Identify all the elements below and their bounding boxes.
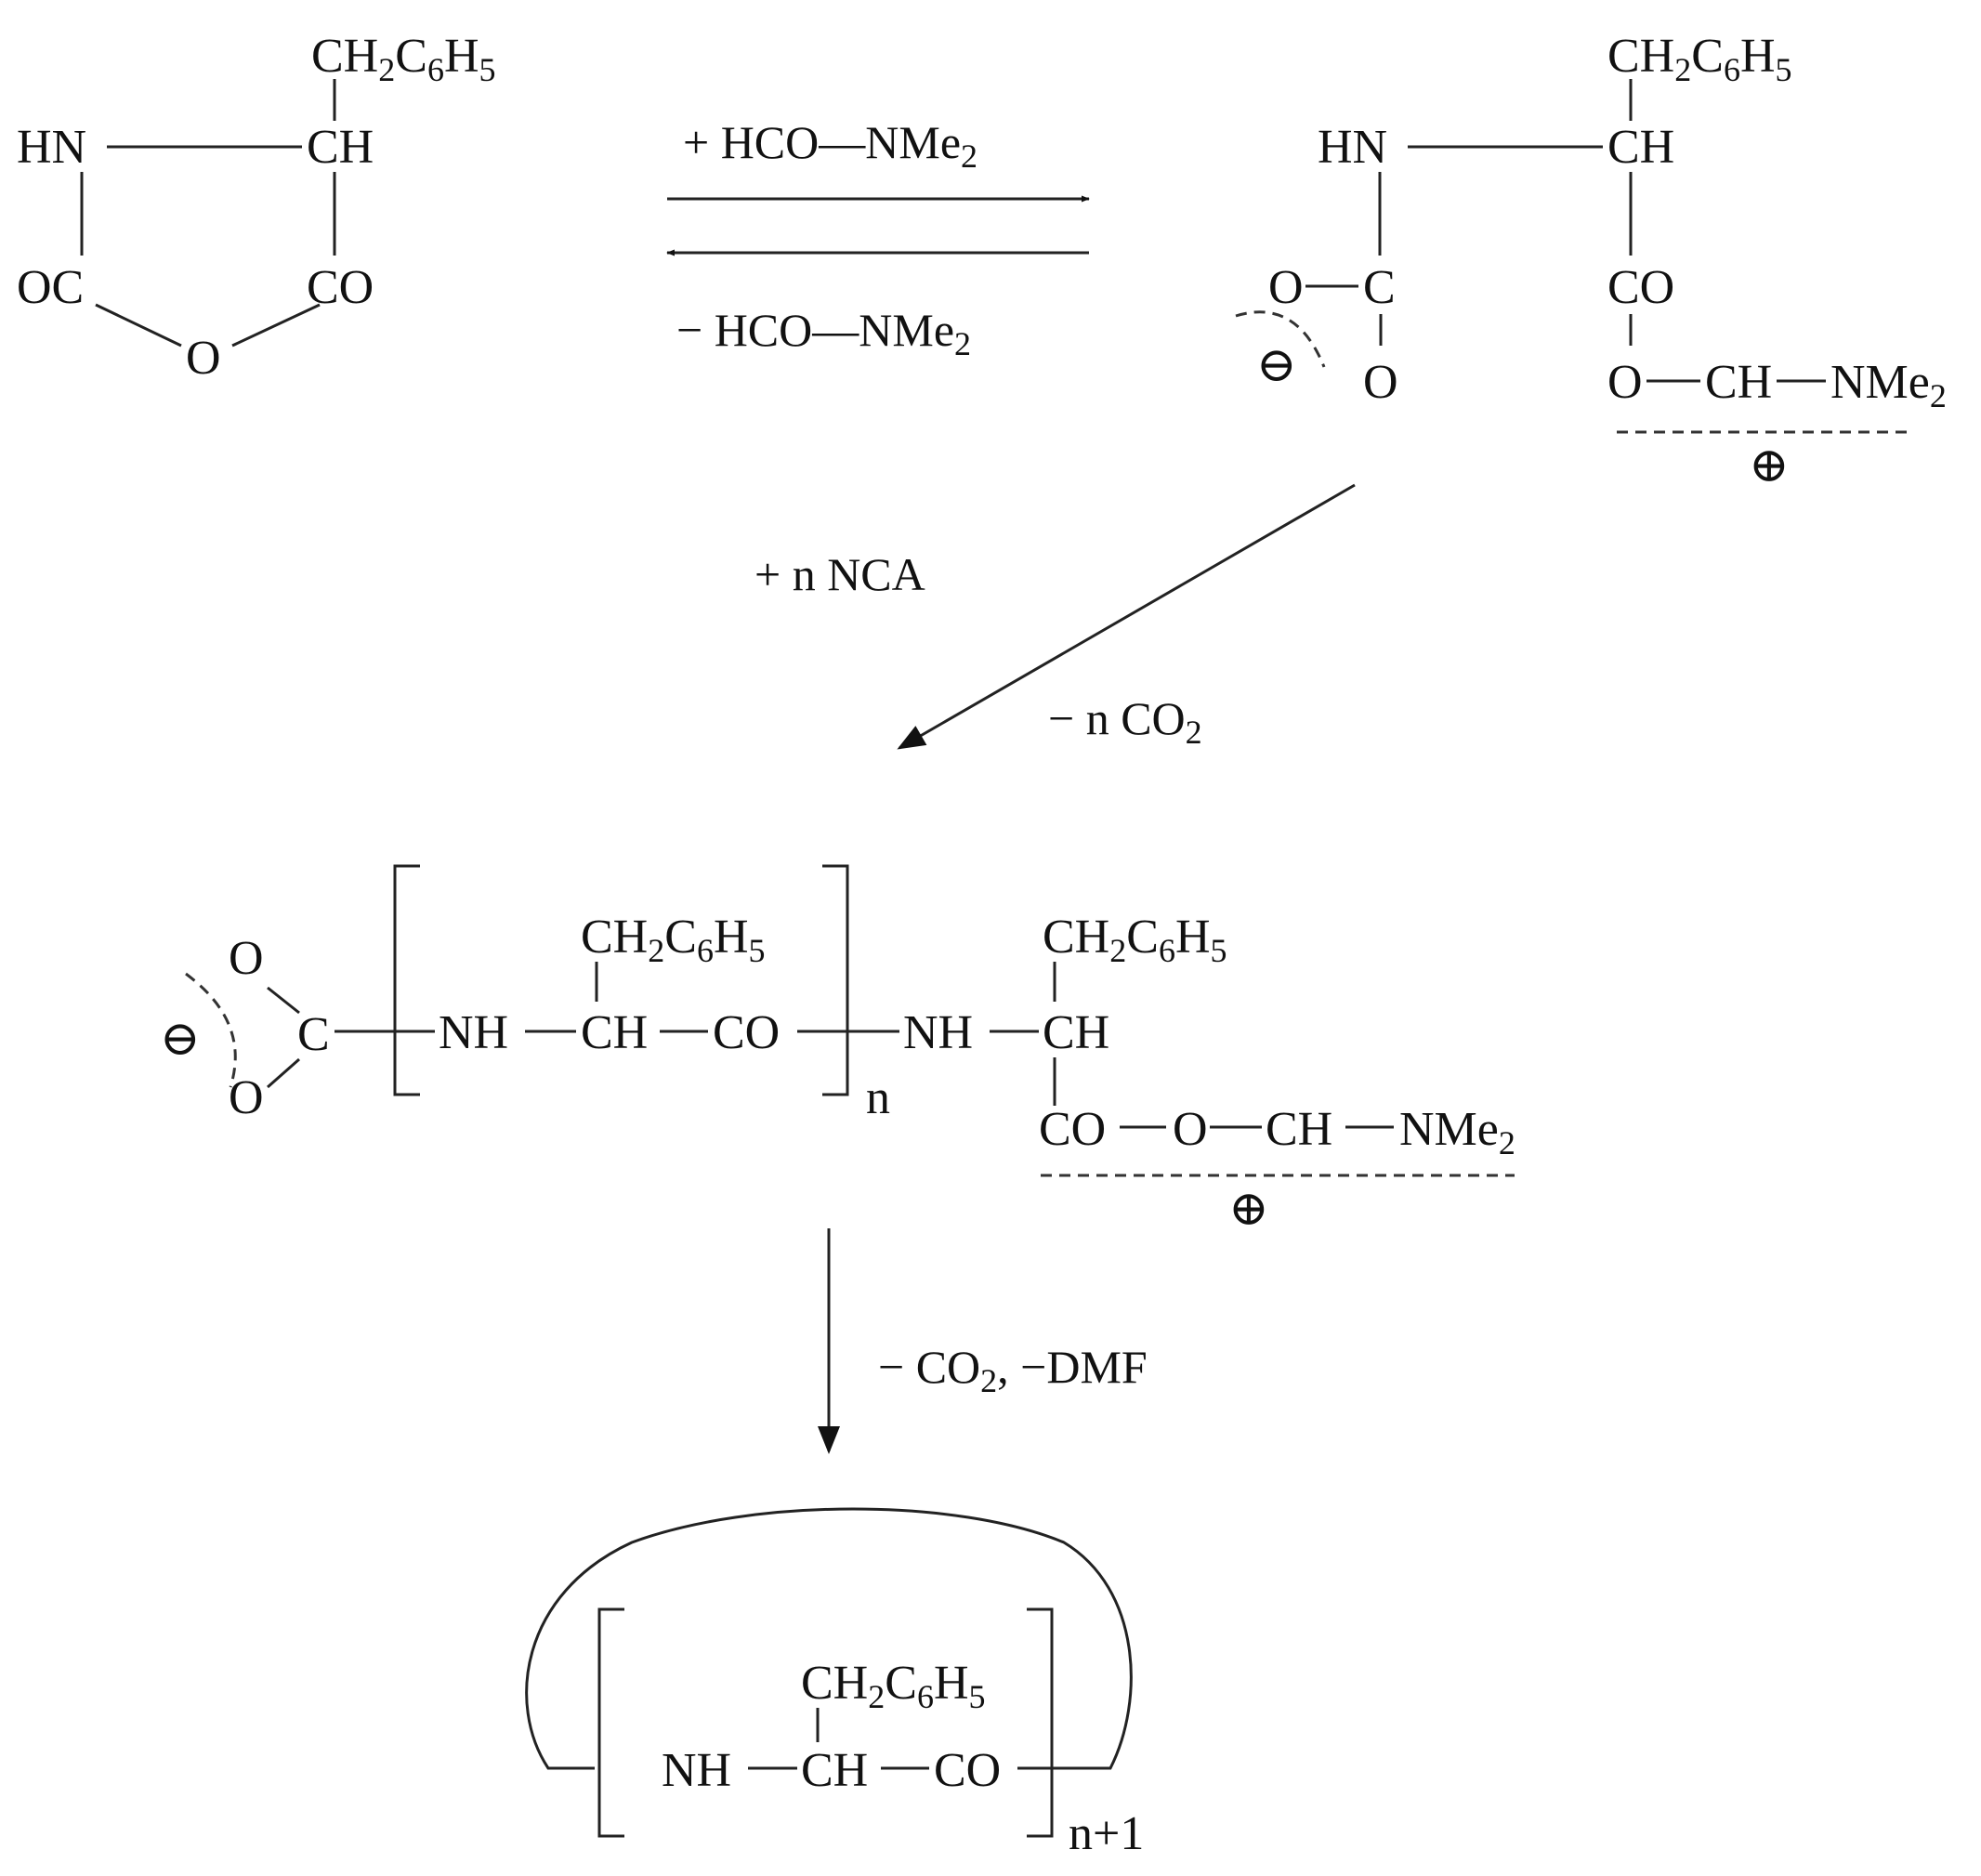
nme2-group: NMe2 bbox=[1399, 1103, 1515, 1161]
left-bracket bbox=[393, 864, 420, 1096]
cyclic-polypeptide: CH2C6H5 NH CH CO n+1 bbox=[525, 1507, 1144, 1860]
co2-loss-condition: − n CO2 bbox=[1048, 692, 1202, 751]
adduct-ch: CH bbox=[1607, 121, 1674, 174]
carboxylate-c: C bbox=[297, 1008, 330, 1061]
dmf-adduct: CH2C6H5 HN CH O C O ⊖ CO O CH NMe2 ⊕ bbox=[1235, 30, 1947, 492]
reverse-condition: − HCO—NMe2 bbox=[676, 304, 971, 362]
ester-o: O bbox=[1173, 1103, 1208, 1156]
repeat-nh: NH bbox=[662, 1744, 731, 1797]
bond bbox=[267, 1057, 300, 1089]
diagonal-arrow bbox=[897, 483, 1356, 750]
benzyl-group: CH2C6H5 bbox=[311, 30, 496, 88]
repeat-count-n1: n+1 bbox=[1069, 1807, 1144, 1860]
ester-co: CO bbox=[1607, 261, 1674, 314]
cyclization-step: − CO2, −DMF bbox=[818, 1228, 1148, 1454]
ring-o: O bbox=[186, 332, 221, 385]
nme2-group: NMe2 bbox=[1830, 356, 1947, 414]
negative-charge: ⊖ bbox=[160, 1013, 201, 1066]
benzyl-group: CH2C6H5 bbox=[1043, 911, 1227, 969]
benzyl-group: CH2C6H5 bbox=[1607, 30, 1792, 88]
right-bracket bbox=[1027, 1607, 1054, 1838]
positive-charge: ⊕ bbox=[1228, 1183, 1269, 1236]
macrocycle-loop bbox=[525, 1507, 1133, 1770]
polymerization-step: + n NCA − n CO2 bbox=[754, 483, 1356, 751]
carbamate-o: O bbox=[1268, 261, 1304, 314]
bond bbox=[231, 303, 321, 348]
benzyl-group: CH2C6H5 bbox=[581, 911, 766, 969]
forward-condition: + HCO—NMe2 bbox=[683, 116, 977, 175]
nca-monomer: CH2C6H5 HN CH OC CO O bbox=[17, 30, 496, 385]
bond bbox=[267, 986, 300, 1015]
terminal-nh: NH bbox=[903, 1006, 973, 1059]
repeat-ch: CH bbox=[801, 1744, 868, 1797]
delocalization-arc bbox=[1235, 310, 1326, 368]
chain-intermediate: O O C ⊖ CH2C6H5 NH CH CO n NH CH CH2C6H5… bbox=[160, 864, 1515, 1236]
repeat-count-n: n bbox=[866, 1071, 890, 1124]
equilibrium-arrows: + HCO—NMe2 − HCO—NMe2 bbox=[666, 116, 1090, 362]
ester-co: CO bbox=[1039, 1103, 1106, 1156]
positive-charge: ⊕ bbox=[1749, 439, 1790, 492]
negative-charge: ⊖ bbox=[1256, 339, 1297, 392]
ring-ch: CH bbox=[307, 121, 374, 174]
terminal-ch: CH bbox=[1043, 1006, 1109, 1059]
right-bracket bbox=[822, 864, 849, 1096]
carbamate-o2: O bbox=[1363, 356, 1398, 409]
ring-nh: HN bbox=[17, 121, 86, 174]
add-nca-condition: + n NCA bbox=[754, 548, 925, 600]
repeat-nh: NH bbox=[439, 1006, 508, 1059]
carbamate-c: C bbox=[1363, 261, 1396, 314]
bond bbox=[95, 303, 182, 348]
repeat-co: CO bbox=[713, 1006, 780, 1059]
repeat-ch: CH bbox=[581, 1006, 648, 1059]
ring-oc: OC bbox=[17, 261, 84, 314]
carboxylate-o-top: O bbox=[229, 932, 264, 985]
adduct-nh: HN bbox=[1318, 121, 1387, 174]
iminium-ch: CH bbox=[1705, 356, 1772, 409]
repeat-co: CO bbox=[934, 1744, 1001, 1797]
iminium-ch: CH bbox=[1266, 1103, 1332, 1156]
carboxylate-o-bottom: O bbox=[229, 1071, 264, 1124]
co2-dmf-loss-condition: − CO2, −DMF bbox=[878, 1341, 1148, 1399]
ester-o: O bbox=[1607, 356, 1643, 409]
left-bracket bbox=[597, 1607, 624, 1838]
delocalization-arc bbox=[185, 972, 237, 1088]
benzyl-group: CH2C6H5 bbox=[801, 1657, 986, 1715]
